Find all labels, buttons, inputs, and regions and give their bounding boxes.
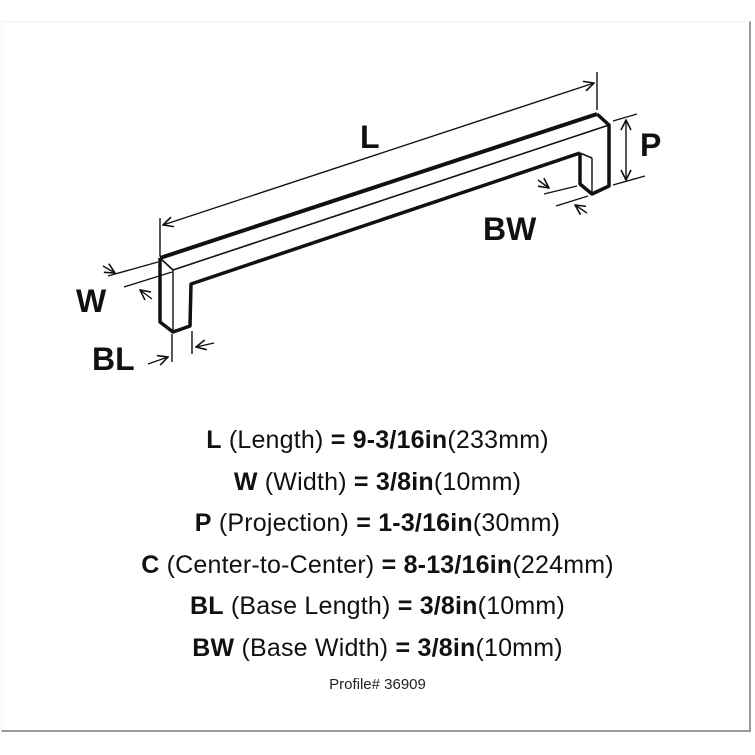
spec-equals: = xyxy=(395,633,411,662)
spec-abbr: W xyxy=(233,467,258,496)
projection-label: P xyxy=(640,127,661,163)
spec-equals: = xyxy=(330,426,346,454)
spec-width: W (Width) = 3/8in(10mm) xyxy=(0,462,755,504)
spec-abbr: L xyxy=(206,426,222,454)
spec-base-length: BL (Base Length) = 3/8in(10mm) xyxy=(0,586,755,628)
spec-mm-value: (224mm) xyxy=(512,550,614,579)
spec-mm-value: (10mm) xyxy=(433,467,522,496)
spec-center-to-center: C (Center-to-Center) = 8-13/16in(224mm) xyxy=(0,545,755,587)
spec-inch-value: 9-3/16in xyxy=(352,426,448,454)
spec-equals: = xyxy=(356,509,372,537)
spec-length: L (Length) = 9-3/16in(233mm) xyxy=(0,420,755,462)
spec-abbr: BW xyxy=(192,633,235,662)
spec-abbr: P xyxy=(194,509,212,537)
spec-abbr: BL xyxy=(190,592,224,620)
spec-inch-value: 8-13/16in xyxy=(403,550,513,579)
spec-projection: P (Projection) = 1-3/16in(30mm) xyxy=(0,503,755,545)
spec-inch-value: 3/8in xyxy=(417,633,476,662)
spec-mm-value: (10mm) xyxy=(475,633,563,662)
projection-dimension xyxy=(612,113,646,186)
spec-mm-value: (233mm) xyxy=(447,426,549,454)
spec-mm-value: (10mm) xyxy=(477,592,565,620)
specifications-list: L (Length) = 9-3/16in(233mm) W (Width) =… xyxy=(0,420,755,669)
base-width-dimension xyxy=(537,180,589,213)
width-label: W xyxy=(76,283,107,319)
spec-base-width: BW (Base Width) = 3/8in(10mm) xyxy=(0,628,755,670)
spec-inch-value: 1-3/16in xyxy=(378,509,473,537)
spec-name: (Width) xyxy=(264,467,347,496)
length-label: L xyxy=(360,119,380,155)
image-frame xyxy=(1,21,751,732)
profile-number: Profile# 36909 xyxy=(329,676,426,693)
spec-equals: = xyxy=(353,467,369,496)
spec-name: (Projection) xyxy=(218,509,350,537)
base-width-label: BW xyxy=(483,211,537,247)
spec-equals: = xyxy=(397,592,413,620)
length-dimension xyxy=(159,72,598,256)
spec-inch-value: 3/8in xyxy=(419,592,478,620)
spec-equals: = xyxy=(381,550,397,579)
base-length-label: BL xyxy=(92,341,135,377)
spec-name: (Base Length) xyxy=(230,592,391,620)
spec-name: (Base Width) xyxy=(241,633,389,662)
base-length-dimension xyxy=(147,331,215,364)
spec-name: (Length) xyxy=(228,426,324,454)
handle-shape xyxy=(158,112,611,334)
spec-name: (Center-to-Center) xyxy=(166,550,375,579)
spec-abbr: C xyxy=(141,550,160,579)
spec-mm-value: (30mm) xyxy=(472,509,561,537)
handle-diagram: L P BW W BL xyxy=(76,72,661,377)
spec-inch-value: 3/8in xyxy=(375,467,434,496)
width-dimension xyxy=(102,261,173,299)
